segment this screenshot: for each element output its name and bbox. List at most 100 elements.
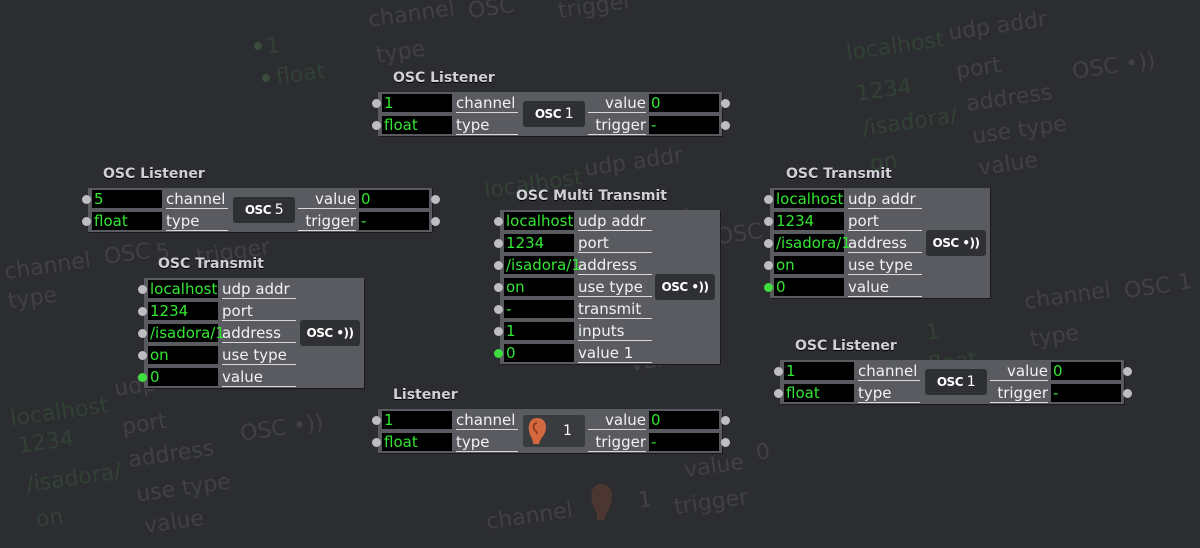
- udp-addr-label: udp addr: [578, 212, 652, 231]
- actor-title: OSC Transmit: [786, 166, 892, 182]
- address-field[interactable]: /isadora/1: [774, 234, 851, 252]
- output-pin[interactable]: [431, 195, 440, 204]
- inputs-field[interactable]: 1: [504, 322, 574, 340]
- actor-title: OSC Transmit: [158, 256, 264, 272]
- port-field[interactable]: 1234: [774, 212, 844, 230]
- trigger-label: trigger: [588, 116, 646, 135]
- input-pin[interactable]: [138, 329, 147, 338]
- output-pin[interactable]: [1123, 367, 1132, 376]
- value-1-field[interactable]: 0: [504, 344, 574, 362]
- transmit-field[interactable]: -: [504, 300, 574, 318]
- ghost-text: OSC: [466, 0, 517, 25]
- listener-actor[interactable]: Listener 1 float channel type 1 value tr…: [370, 387, 732, 455]
- value-field[interactable]: 0: [774, 278, 844, 296]
- input-pin[interactable]: [774, 367, 783, 376]
- channel-field[interactable]: 1: [382, 411, 452, 429]
- ghost-text: 0: [754, 439, 772, 466]
- address-label: address: [848, 234, 922, 253]
- udp-addr-label: udp addr: [222, 280, 296, 299]
- udp-addr-field[interactable]: localhost: [774, 190, 844, 208]
- output-pin[interactable]: [431, 217, 440, 226]
- osc-transmit-icon: OSC •)): [300, 320, 360, 346]
- input-pin[interactable]: [494, 217, 503, 226]
- input-pin[interactable]: [82, 195, 91, 204]
- port-field[interactable]: 1234: [504, 234, 574, 252]
- output-pin[interactable]: [1123, 389, 1132, 398]
- input-pin[interactable]: [138, 285, 147, 294]
- input-pin[interactable]: [138, 373, 147, 382]
- channel-field[interactable]: 5: [92, 190, 162, 208]
- address-field[interactable]: /isadora/1: [504, 256, 581, 274]
- input-pin[interactable]: [372, 99, 381, 108]
- transmit-label: transmit: [578, 300, 652, 319]
- input-pin[interactable]: [494, 327, 503, 336]
- type-label: type: [456, 116, 518, 135]
- input-pin[interactable]: [494, 261, 503, 270]
- value-field[interactable]: 0: [148, 368, 218, 386]
- input-pin[interactable]: [82, 217, 91, 226]
- ghost-text: address: [126, 436, 216, 473]
- type-field[interactable]: float: [784, 384, 854, 402]
- ghost-text: address: [964, 80, 1054, 117]
- trigger-output: -: [649, 116, 719, 134]
- type-label: type: [166, 212, 228, 231]
- input-pin[interactable]: [494, 349, 503, 358]
- input-pin[interactable]: [764, 195, 773, 204]
- ghost-dot: [254, 42, 262, 50]
- input-pin[interactable]: [138, 307, 147, 316]
- osc-transmit-actor-1[interactable]: OSC Transmit localhost 1234 /isadora/1 o…: [136, 256, 366, 390]
- udp-addr-field[interactable]: localhost: [148, 280, 218, 298]
- udp-addr-field[interactable]: localhost: [504, 212, 574, 230]
- trigger-label: trigger: [588, 433, 646, 452]
- output-pin[interactable]: [721, 99, 730, 108]
- ghost-ear-icon: [591, 484, 612, 520]
- input-pin[interactable]: [764, 261, 773, 270]
- output-pin[interactable]: [721, 438, 730, 447]
- input-pin[interactable]: [764, 283, 773, 292]
- ear-icon: [528, 418, 546, 444]
- osc-listener-actor-1[interactable]: OSC Listener 1 float channel type OSC 1 …: [370, 70, 732, 138]
- input-pin[interactable]: [494, 283, 503, 292]
- input-pin[interactable]: [138, 351, 147, 360]
- ghost-text: channel: [1022, 278, 1113, 315]
- address-field[interactable]: /isadora/1: [148, 324, 225, 342]
- output-pin[interactable]: [721, 121, 730, 130]
- type-field[interactable]: float: [382, 433, 452, 451]
- udp-addr-label: udp addr: [848, 190, 922, 209]
- ghost-text: port: [954, 52, 1003, 85]
- input-pin[interactable]: [774, 389, 783, 398]
- osc-badge: OSC: [534, 107, 562, 121]
- ghost-text: channel: [2, 248, 93, 285]
- port-field[interactable]: 1234: [148, 302, 218, 320]
- channel-number: 1: [563, 423, 572, 439]
- ghost-text: type: [374, 36, 427, 69]
- type-field[interactable]: float: [382, 116, 452, 134]
- input-pin[interactable]: [372, 416, 381, 425]
- use-type-field[interactable]: on: [148, 346, 218, 364]
- osc-multi-transmit-actor[interactable]: OSC Multi Transmit localhost 1234 /isado…: [492, 188, 724, 366]
- address-label: address: [222, 324, 296, 343]
- osc-listener-actor-2[interactable]: OSC Listener 5 float channel type OSC 5 …: [80, 166, 442, 234]
- input-pin[interactable]: [764, 239, 773, 248]
- ghost-text: 1: [1176, 269, 1194, 296]
- input-pin[interactable]: [494, 239, 503, 248]
- channel-field[interactable]: 1: [382, 94, 452, 112]
- input-pin[interactable]: [372, 121, 381, 130]
- ghost-text: channel: [484, 498, 575, 535]
- input-pin[interactable]: [764, 217, 773, 226]
- osc-icon: OSC 1: [925, 369, 987, 395]
- use-type-field[interactable]: on: [774, 256, 844, 274]
- channel-field[interactable]: 1: [784, 362, 854, 380]
- osc-transmit-actor-2[interactable]: OSC Transmit localhost 1234 /isadora/1 o…: [762, 166, 994, 300]
- type-field[interactable]: float: [92, 212, 162, 230]
- value-output: 0: [1051, 362, 1121, 380]
- osc-listener-actor-3[interactable]: OSC Listener 1 float channel type OSC 1 …: [772, 338, 1134, 406]
- use-type-field[interactable]: on: [504, 278, 574, 296]
- ghost-text: localhost: [844, 27, 947, 66]
- trigger-output: -: [359, 212, 429, 230]
- output-pin[interactable]: [721, 416, 730, 425]
- input-pin[interactable]: [494, 305, 503, 314]
- channel-label: channel: [456, 94, 518, 113]
- input-pin[interactable]: [372, 438, 381, 447]
